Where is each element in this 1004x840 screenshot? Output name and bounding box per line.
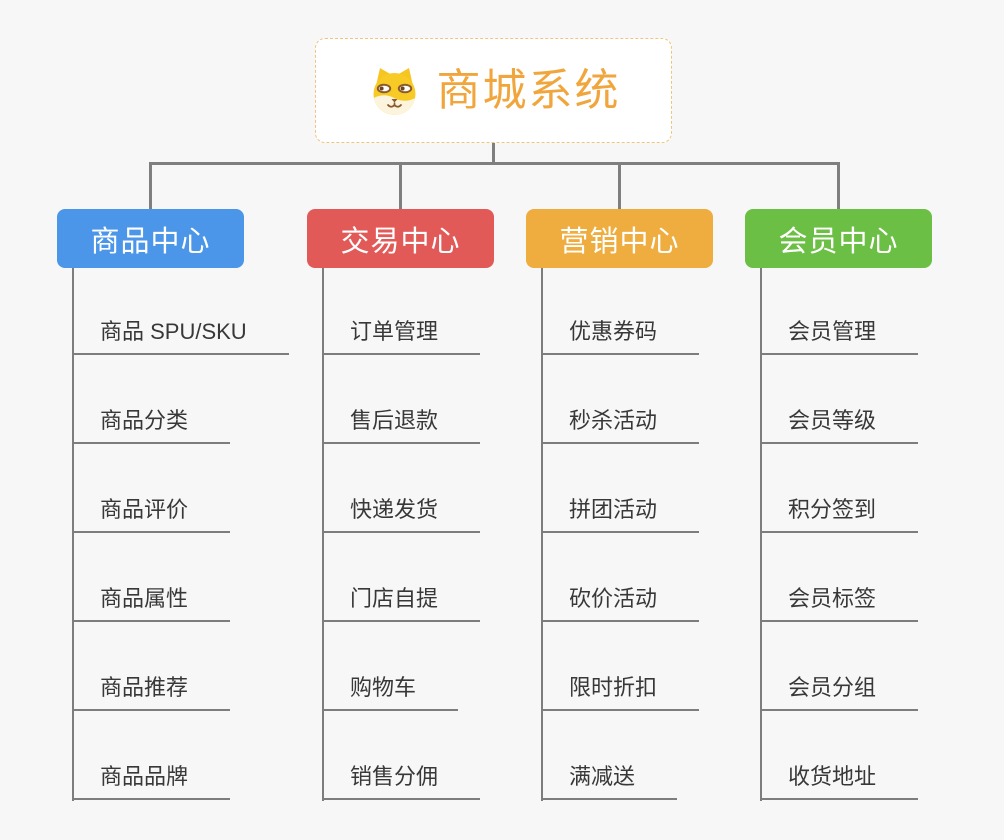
leaf-item[interactable]: 收货地址 [760,762,919,800]
branch-column-members: 会员中心 会员管理 会员等级 积分签到 会员标签 会员分组 收货地址 [745,209,985,809]
branch-topic-products[interactable]: 商品中心 [57,209,244,268]
leaf-item[interactable]: 秒杀活动 [541,406,700,444]
branch-column-trade: 交易中心 订单管理 售后退款 快递发货 门店自提 购物车 销售分佣 [307,209,547,809]
root-topic-title: 商城系统 [436,65,621,115]
connector-root-stub [492,143,495,164]
leaf-item[interactable]: 购物车 [322,673,459,711]
leaf-item[interactable]: 优惠券码 [541,317,700,355]
leaf-item[interactable]: 门店自提 [322,584,481,622]
leaf-item[interactable]: 会员管理 [760,317,919,355]
branch-column-marketing: 营销中心 优惠券码 秒杀活动 拼团活动 砍价活动 限时折扣 满减送 [526,209,766,809]
branch-topic-marketing[interactable]: 营销中心 [526,209,713,268]
leaf-item[interactable]: 商品属性 [72,584,231,622]
connector-branch-stub [399,164,402,209]
connector-branch-stub [149,164,152,209]
leaf-item[interactable]: 商品品牌 [72,762,231,800]
connector-branch-stub [837,164,840,209]
leaf-item[interactable]: 商品推荐 [72,673,231,711]
leaf-item[interactable]: 拼团活动 [541,495,700,533]
leaf-item[interactable]: 商品分类 [72,406,231,444]
connector-branch-stub [618,164,621,209]
leaf-item[interactable]: 商品评价 [72,495,231,533]
leaf-item[interactable]: 会员等级 [760,406,919,444]
leaf-item[interactable]: 商品 SPU/SKU [72,317,289,355]
leaf-item[interactable]: 快递发货 [322,495,481,533]
branch-connector-line [322,268,324,801]
leaf-item[interactable]: 满减送 [541,762,678,800]
branch-connector-line [541,268,543,801]
leaf-item[interactable]: 会员标签 [760,584,919,622]
branch-column-products: 商品中心 商品 SPU/SKU 商品分类 商品评价 商品属性 商品推荐 商品品牌 [57,209,297,809]
branch-connector-line [72,268,74,801]
dog-face-icon [373,67,415,115]
branch-topic-trade[interactable]: 交易中心 [307,209,494,268]
connector-horizontal-bar [149,162,840,165]
leaf-item[interactable]: 售后退款 [322,406,481,444]
leaf-item[interactable]: 积分签到 [760,495,919,533]
leaf-item[interactable]: 销售分佣 [322,762,481,800]
leaf-item[interactable]: 订单管理 [322,317,481,355]
leaf-item[interactable]: 限时折扣 [541,673,700,711]
branch-topic-members[interactable]: 会员中心 [745,209,932,268]
branch-connector-line [760,268,762,801]
leaf-item[interactable]: 砍价活动 [541,584,700,622]
leaf-item[interactable]: 会员分组 [760,673,919,711]
root-topic[interactable]: 商城系统 [315,38,672,143]
